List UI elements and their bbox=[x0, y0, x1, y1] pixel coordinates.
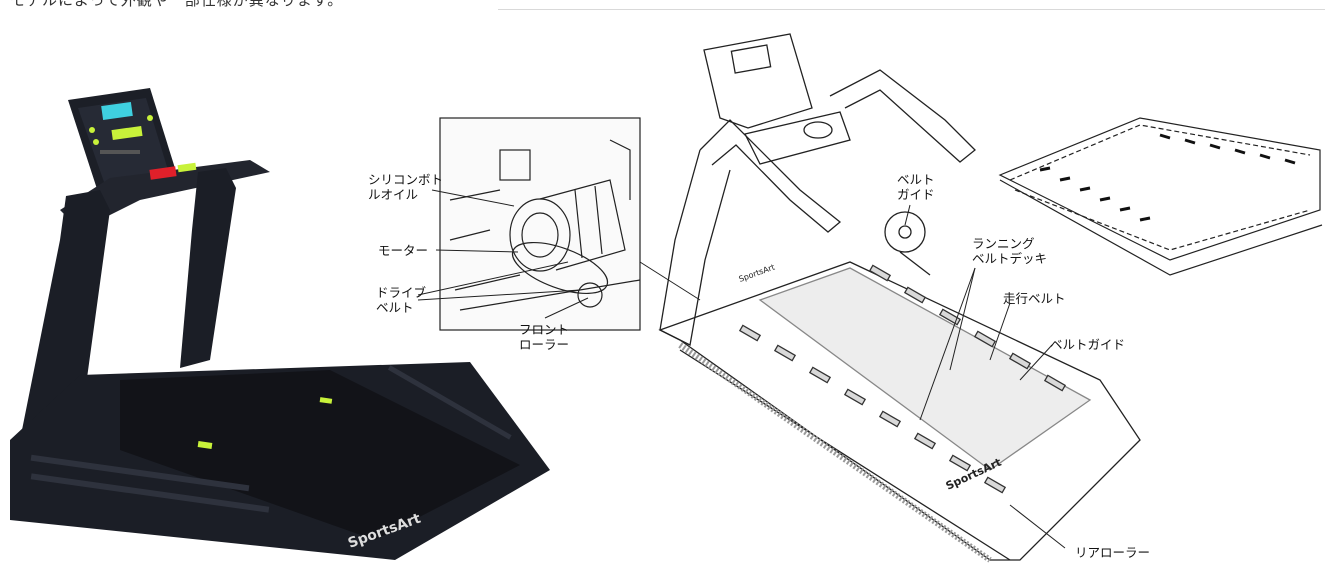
belt-detail bbox=[998, 117, 1323, 276]
label-running-belt: 走行ベルト bbox=[1003, 291, 1066, 306]
label-belt-guide-top: ベルト ガイド bbox=[897, 172, 935, 202]
header-rule bbox=[498, 9, 1325, 10]
label-belt-guide: ベルトガイド bbox=[1050, 337, 1126, 352]
header-strip: モデルによって外観や一部仕様が異なります。 bbox=[0, 0, 1331, 12]
label-front-roller: フロント ローラー bbox=[519, 322, 570, 352]
treadmill-line-drawing bbox=[658, 33, 1141, 563]
leader-lines bbox=[417, 189, 1066, 549]
uprights bbox=[22, 168, 236, 440]
label-motor: モーター bbox=[378, 243, 429, 258]
base: SportsArt bbox=[10, 362, 550, 560]
motor-inset bbox=[439, 117, 641, 331]
label-running-deck: ランニング ベルトデッキ bbox=[972, 236, 1048, 266]
console bbox=[68, 88, 178, 192]
inset-leader bbox=[639, 261, 701, 301]
drawing-upright-logo: SportsArt bbox=[738, 263, 776, 284]
model-note: モデルによって外観や一部仕様が異なります。 bbox=[10, 0, 344, 9]
label-silicone-oil: シリコンボト ルオイル bbox=[368, 172, 444, 202]
label-drive-belt: ドライブ ベルト bbox=[376, 285, 427, 315]
label-rear-roller: リアローラー bbox=[1075, 545, 1151, 560]
